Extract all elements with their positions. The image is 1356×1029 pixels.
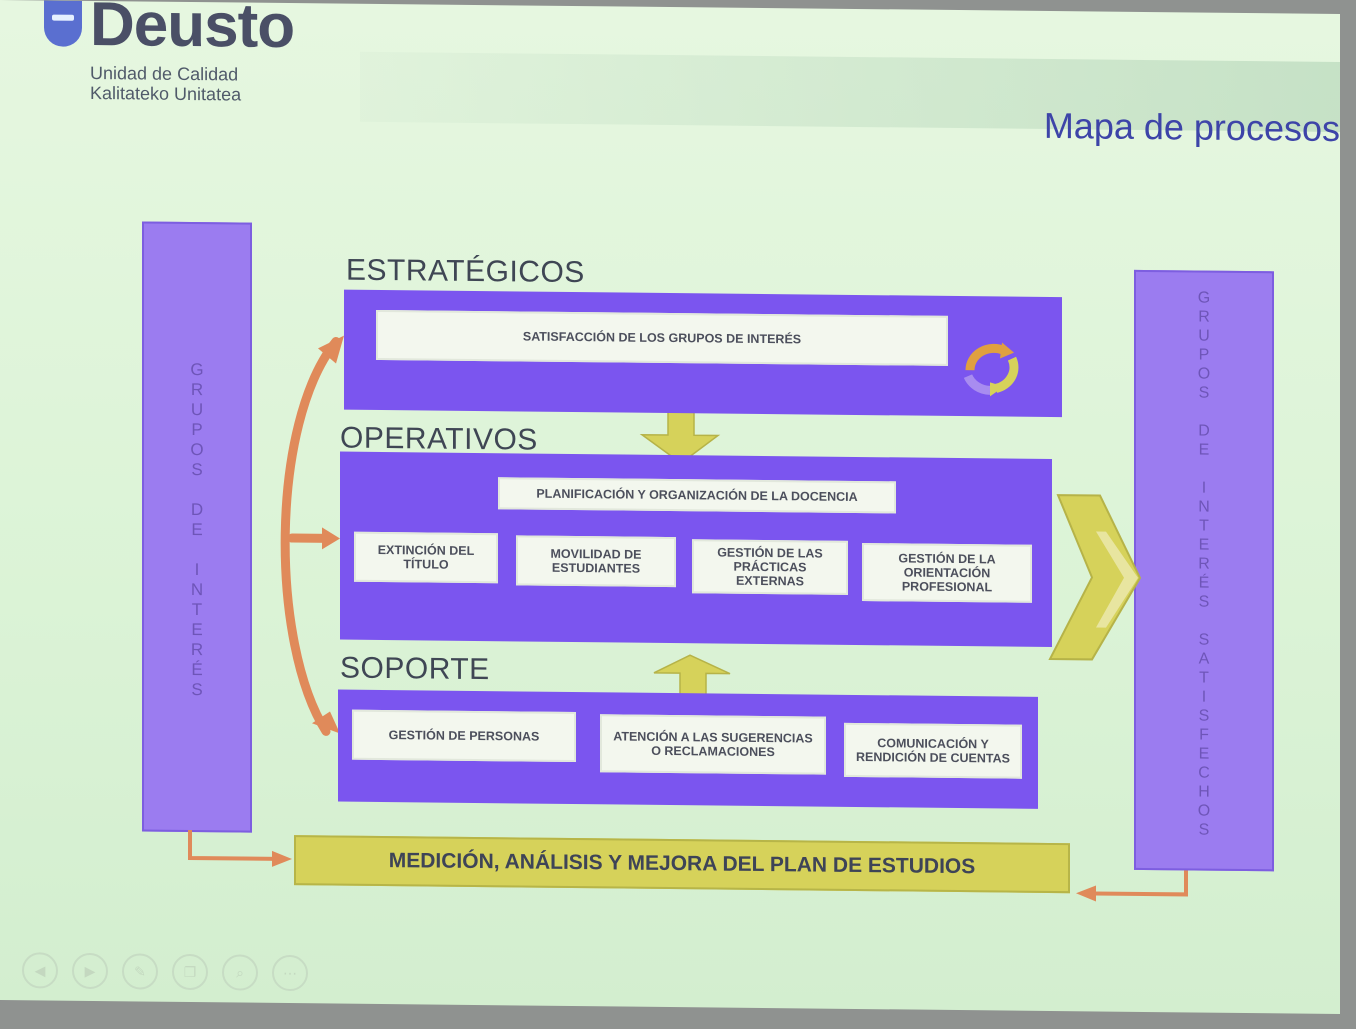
process-practicas: GESTIÓN DE LAS PRÁCTICAS EXTERNAS [692, 539, 848, 595]
output-chevron-highlight [1096, 531, 1138, 628]
bottom-bar-medicion: MEDICIÓN, ANÁLISIS Y MEJORA DEL PLAN DE … [294, 835, 1070, 894]
next-icon[interactable]: ▶ [72, 952, 108, 990]
more-icon[interactable]: ⋯ [272, 954, 308, 992]
process-sugerencias: ATENCIÓN A LAS SUGERENCIAS O RECLAMACION… [600, 714, 826, 775]
pen-icon[interactable]: ✎ [122, 953, 158, 990]
bottom-connector-arrows [188, 829, 1188, 897]
section-title-estrategicos: ESTRATÉGICOS [346, 253, 585, 290]
arrow-head-middle [322, 527, 340, 550]
diagram-arrows [188, 335, 1188, 902]
process-extincion: EXTINCIÓN DEL TÍTULO [354, 531, 498, 584]
prev-icon[interactable]: ◀ [22, 952, 58, 989]
cycle-icon [963, 342, 1019, 397]
process-movilidad: MOVILIDAD DE ESTUDIANTES [516, 535, 676, 588]
slide: Deusto Unidad de Calidad Kalitateko Unit… [0, 0, 1340, 1014]
output-chevron-icon [1048, 494, 1142, 661]
connector-right [1094, 870, 1188, 897]
connector-right-head [1076, 885, 1096, 902]
zoom-icon[interactable]: ⌕ [222, 954, 258, 991]
process-comunicacion: COMUNICACIÓN Y RENDICIÓN DE CUENTAS [844, 722, 1022, 779]
process-planificacion: PLANIFICACIÓN Y ORGANIZACIÓN DE LA DOCEN… [498, 477, 896, 514]
connector-left [188, 829, 276, 861]
process-personas: GESTIÓN DE PERSONAS [352, 709, 576, 763]
band-estrategicos: SATISFACCIÓN DE LOS GRUPOS DE INTERÉS [344, 289, 1062, 418]
copy-icon[interactable]: ❐ [172, 953, 208, 991]
process-satisfaccion: SATISFACCIÓN DE LOS GRUPOS DE INTERÉS [376, 309, 948, 366]
arrow-head-bottom [312, 711, 340, 734]
band-soporte: GESTIÓN DE PERSONAS ATENCIÓN A LAS SUGER… [338, 689, 1038, 809]
process-orientacion: GESTIÓN DE LA ORIENTACIÓN PROFESIONAL [862, 543, 1032, 603]
connector-left-head [272, 850, 292, 867]
band-operativos: PLANIFICACIÓN Y ORGANIZACIÓN DE LA DOCEN… [340, 451, 1052, 648]
curved-arrow-left [280, 337, 341, 736]
arrow-head-top [318, 335, 344, 364]
up-arrow-icon [653, 654, 731, 697]
section-title-soporte: SOPORTE [340, 651, 490, 687]
